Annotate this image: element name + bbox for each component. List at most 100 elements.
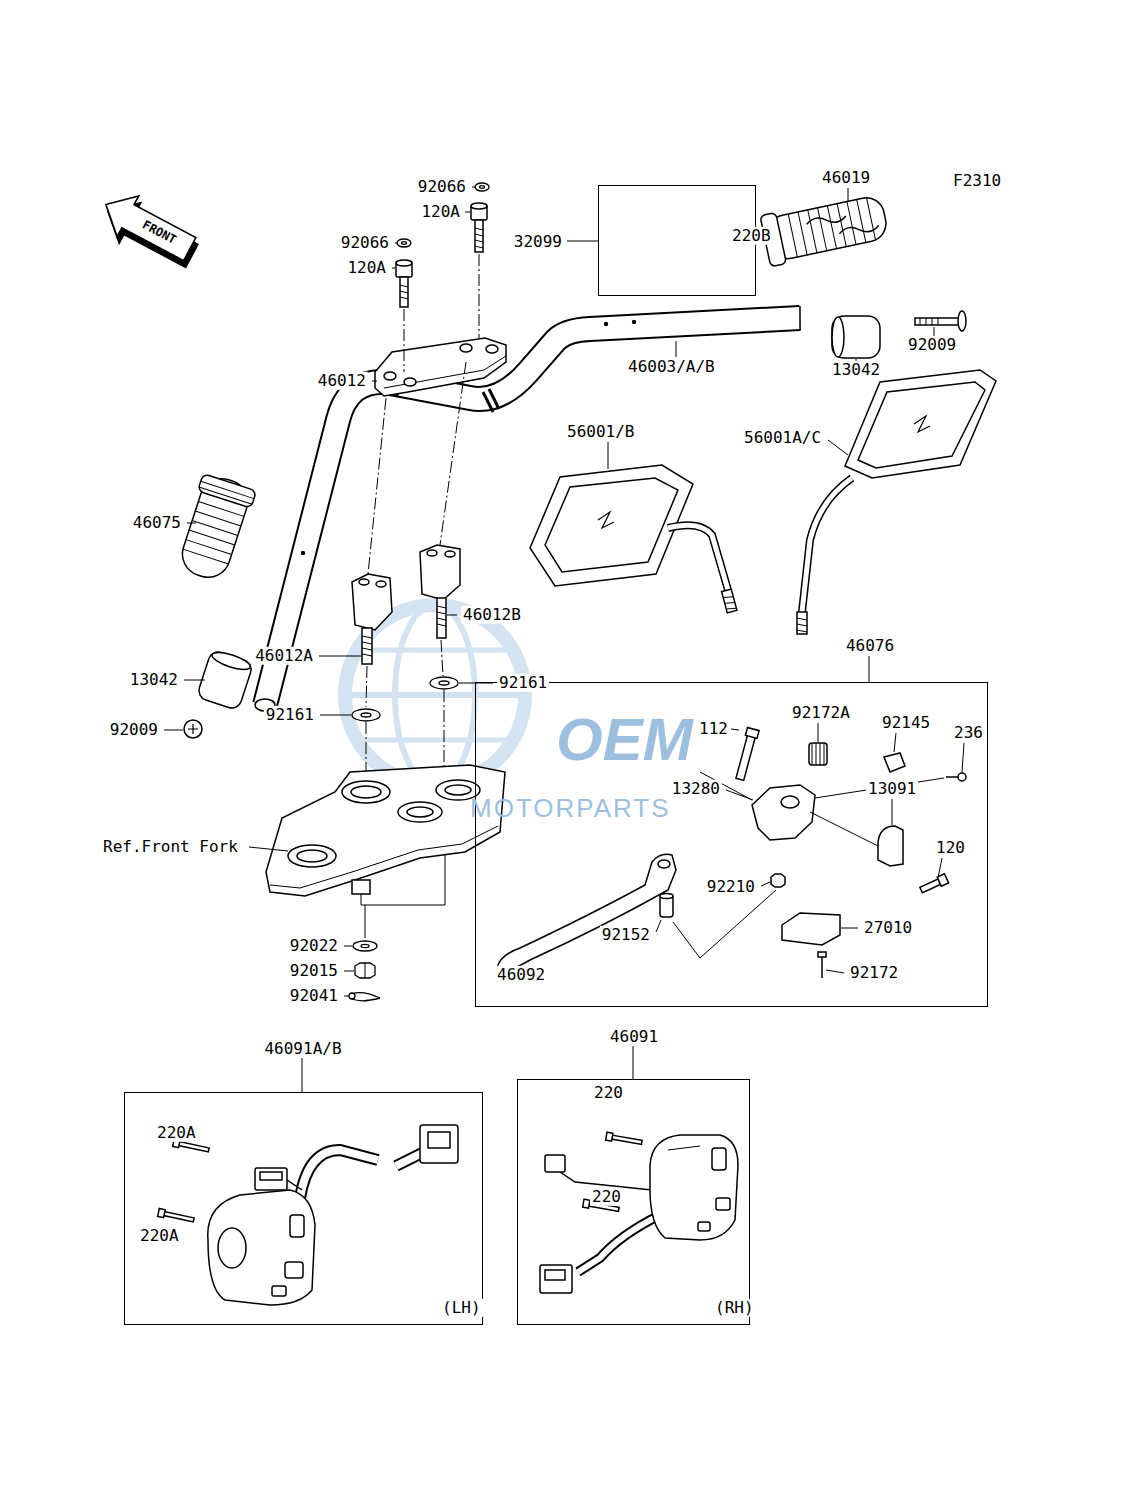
left-switch-housing [208,1190,315,1305]
right-switch-housing [612,1135,642,1144]
callout-number: 120 [934,839,967,857]
right-switch-housing [650,1135,738,1240]
leader-line [841,928,858,929]
leader-line [848,188,849,201]
bar-end-screw [920,318,938,325]
leader-line [187,523,196,524]
callout-number: 13091 [866,780,918,798]
leader-line [818,723,819,742]
handlebar-holder [352,545,460,664]
clutch-lever-assembly [660,894,673,899]
watermark-globe [360,738,510,743]
clutch-lever-assembly [821,955,823,978]
handlebar-clamp [375,338,506,396]
right-grip [806,206,879,244]
center-line [479,254,480,338]
right-switch-housing [668,1146,700,1150]
mirror [668,525,728,590]
leader-line [320,715,351,716]
left-switch-housing [272,1286,286,1296]
mirror [598,512,614,528]
watermark: OEM [556,710,693,770]
callout-number: 13280 [670,780,722,798]
washer [480,186,485,189]
handlebar [799,306,801,330]
callout-number: 220 [590,1188,623,1206]
mirror [802,478,852,612]
clamp-bolt [400,277,408,307]
leader-line [344,996,349,997]
callout-number: 92009 [108,721,160,739]
handlebar-holder [376,581,386,587]
mirror [845,370,996,478]
leader-line [731,729,739,730]
handlebar-holder [445,551,455,557]
left-switch-housing [428,1132,450,1148]
clutch-lever-assembly [809,743,827,765]
front-arrow [93,184,205,276]
leader-line [567,241,598,242]
left-switch-housing [300,1150,378,1198]
leader-line [676,341,677,357]
leader-line [372,381,377,382]
left-switch-housing [420,1125,458,1163]
leader-line [726,790,753,800]
callout-number: 92066 [339,234,391,252]
figure-code: F2310 [951,172,1003,190]
mirror [668,525,728,590]
handlebar-clamp [384,372,396,380]
callout-number: 220 [592,1084,625,1102]
watermark-globe [345,692,525,698]
right-switch-housing [545,1155,565,1172]
steering-stem-head [352,880,370,894]
steering-stem-head [270,826,498,888]
group-heading: 46091 [608,1028,660,1046]
left-switch-housing [300,1150,378,1198]
leader-line [344,946,352,947]
mirror [797,618,807,632]
stem-nut [365,963,366,978]
right-switch-housing [540,1132,738,1293]
steering-stem-head [288,845,336,867]
stem-nut [349,993,355,999]
handlebar-holder [362,636,372,656]
handlebar-holder [437,606,446,626]
clutch-lever-assembly [810,812,878,846]
group-heading: 46076 [844,637,896,655]
clamp-bolt [396,203,487,307]
callout-number: 92009 [906,336,958,354]
callout-number: 220B [730,227,773,245]
bar-end-screw [184,720,202,738]
left-switch-housing [287,1180,302,1190]
callout-number: 92172 [848,964,900,982]
handlebar-clamp [375,338,506,396]
callout-number: 120A [419,203,462,221]
right-switch-housing [698,1222,710,1231]
washer [361,713,371,717]
watermark-globe [360,648,510,653]
clutch-lever-assembly [815,778,944,798]
mirror [722,589,737,613]
callout-number: 92066 [416,178,468,196]
group-heading: 32099 [512,233,564,251]
left-switch-housing [218,1228,246,1268]
callout-number: 92041 [288,987,340,1005]
callout-number: 92161 [264,706,316,724]
callout-number: 220A [155,1124,198,1142]
bar-end-screw [188,724,198,734]
right-grip [788,197,875,257]
stem-nut [361,944,369,947]
clutch-lever-assembly [745,728,759,739]
right-switch-housing [578,1215,660,1272]
mirror [723,595,736,611]
left-switch-housing [260,1172,282,1180]
steering-stem-head [407,807,433,817]
side-note: (LH) [440,1299,483,1317]
leader-line [608,442,609,469]
right-switch-housing [540,1265,572,1293]
leader-line [826,970,844,973]
handlebar-clamp [384,356,506,388]
left-switch-housing [158,1209,166,1218]
clutch-lever-assembly [812,743,824,765]
leader-line [164,730,183,731]
